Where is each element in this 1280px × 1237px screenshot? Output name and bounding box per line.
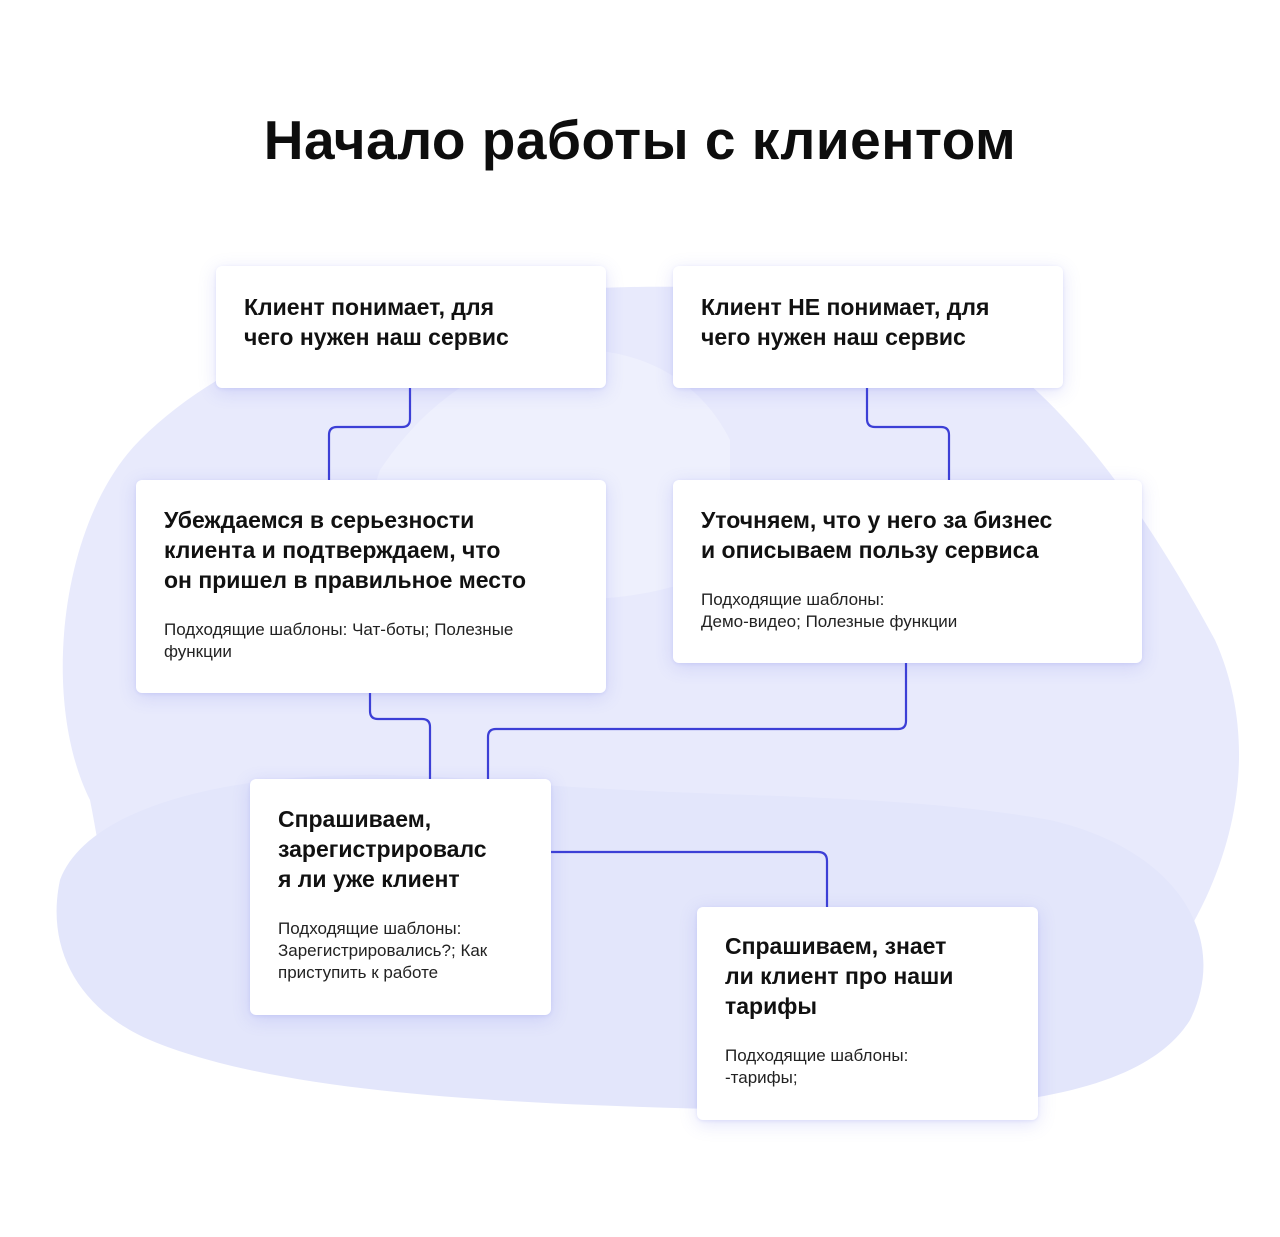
node-heading-line: Клиент НЕ понимает, для	[701, 294, 990, 320]
node-heading-line: клиента и подтверждаем, что	[164, 537, 501, 563]
node-clarify-business: Уточняем, что у него за бизнес и описыва…	[673, 480, 1142, 663]
node-heading: Клиент понимает, для чего нужен наш серв…	[244, 292, 594, 352]
node-heading-line: Убеждаемся в серьезности	[164, 507, 475, 533]
node-heading: Спрашиваем, знает ли клиент про наши тар…	[725, 931, 1030, 1021]
node-templates: Подходящие шаблоны: Чат-боты; Полезные ф…	[164, 619, 594, 663]
node-heading: Клиент НЕ понимает, для чего нужен наш с…	[701, 292, 1051, 352]
node-templates-line: Подходящие шаблоны: Чат-боты; Полезные	[164, 620, 514, 639]
node-templates: Подходящие шаблоны: -тарифы;	[725, 1045, 1025, 1089]
node-not-understands: Клиент НЕ понимает, для чего нужен наш с…	[673, 266, 1063, 388]
node-heading-line: тарифы	[725, 993, 818, 1019]
node-templates: Подходящие шаблоны: Зарегистрировались?;…	[278, 918, 543, 984]
node-heading: Спрашиваем, зарегистрировалс я ли уже кл…	[278, 804, 548, 894]
node-templates-line: функции	[164, 642, 232, 661]
connector-understands-to-confirm-seriousness	[327, 388, 412, 480]
node-confirm-seriousness: Убеждаемся в серьезности клиента и подтв…	[136, 480, 606, 693]
node-ask-registered: Спрашиваем, зарегистрировалс я ли уже кл…	[250, 779, 551, 1015]
node-understands: Клиент понимает, для чего нужен наш серв…	[216, 266, 606, 388]
node-heading-line: чего нужен наш сервис	[701, 324, 966, 350]
node-templates-line: Подходящие шаблоны:	[278, 919, 462, 938]
node-heading-line: он пришел в правильное место	[164, 567, 527, 593]
node-templates-line: приступить к работе	[278, 963, 439, 982]
connector-clarify-business-to-ask-registered	[486, 663, 908, 779]
connector-not-understands-to-clarify-business	[865, 388, 951, 480]
node-heading: Убеждаемся в серьезности клиента и подтв…	[164, 505, 594, 595]
node-heading: Уточняем, что у него за бизнес и описыва…	[701, 505, 1131, 565]
node-heading-line: Спрашиваем,	[278, 806, 432, 832]
node-templates-line: -тарифы;	[725, 1068, 798, 1087]
node-heading-line: чего нужен наш сервис	[244, 324, 509, 350]
node-templates-line: Демо-видео; Полезные функции	[701, 612, 958, 631]
node-heading-line: ли клиент про наши	[725, 963, 954, 989]
page-title: Начало работы с клиентом	[263, 109, 1017, 171]
node-heading-line: Клиент понимает, для	[244, 294, 495, 320]
node-heading-line: и описываем пользу сервиса	[701, 537, 1039, 563]
node-heading-line: зарегистрировалс	[278, 836, 487, 862]
node-heading-line: я ли уже клиент	[278, 866, 460, 892]
node-templates-line: Подходящие шаблоны:	[701, 590, 885, 609]
node-heading-line: Спрашиваем, знает	[725, 933, 947, 959]
node-ask-tariffs: Спрашиваем, знает ли клиент про наши тар…	[697, 907, 1038, 1120]
node-templates-line: Подходящие шаблоны:	[725, 1046, 909, 1065]
node-templates-line: Зарегистрировались?; Как	[278, 941, 488, 960]
connector-confirm-seriousness-to-ask-registered	[368, 693, 432, 779]
node-heading-line: Уточняем, что у него за бизнес	[701, 507, 1053, 533]
connector-ask-registered-to-ask-tariffs	[551, 850, 829, 907]
node-templates: Подходящие шаблоны: Демо-видео; Полезные…	[701, 589, 1131, 633]
